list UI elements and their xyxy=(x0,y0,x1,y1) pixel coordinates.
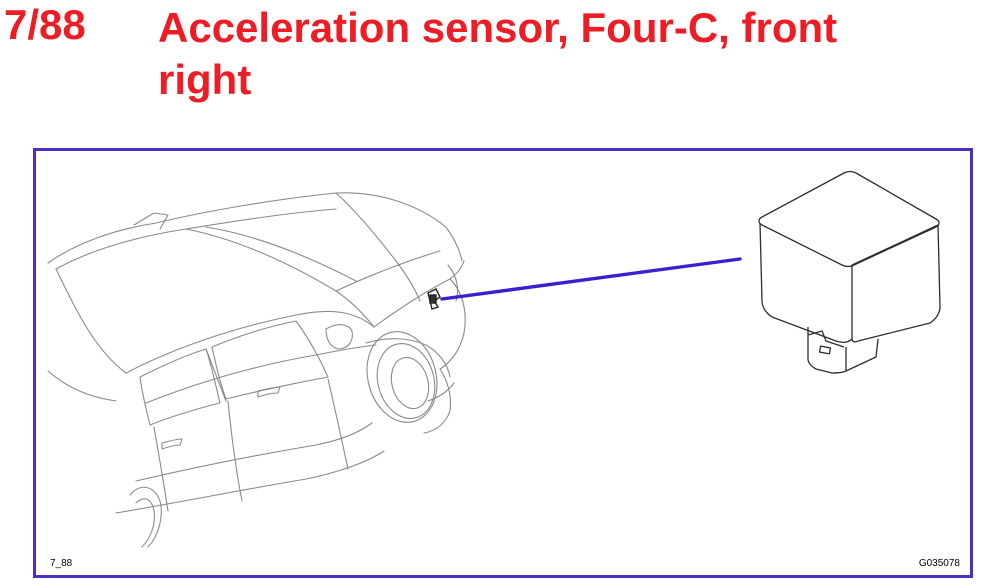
front-bumper-outline xyxy=(423,368,452,434)
b-pillar xyxy=(205,348,227,402)
hood-outline xyxy=(373,260,465,328)
sill-line xyxy=(115,450,385,514)
sensor-connector-top xyxy=(807,330,845,348)
leader-line xyxy=(440,257,742,301)
car-roof-rack xyxy=(133,212,169,230)
rear-curve xyxy=(47,370,117,402)
figure-reference-code: 7_88 xyxy=(50,558,73,569)
rear-door-seam xyxy=(153,426,169,512)
car-side-belt xyxy=(145,344,377,404)
sensor-connector-latch xyxy=(818,345,832,355)
front-window-outline xyxy=(211,320,329,400)
section-title: Acceleration sensor, Four-C, front right xyxy=(158,4,838,103)
front-wheel-rim xyxy=(390,356,430,410)
sensor-top-face xyxy=(758,170,940,268)
rear-window-outline xyxy=(139,348,221,426)
figure-image-id: G035078 xyxy=(918,558,960,569)
side-mirror-outline xyxy=(325,324,353,350)
front-wheel-tire xyxy=(376,343,436,419)
windshield-outline xyxy=(185,228,375,328)
car-roof-outline xyxy=(47,192,463,264)
front-wheel-outer xyxy=(366,331,438,423)
sensor-side-face xyxy=(851,224,941,343)
rear-wheel-arch xyxy=(129,486,162,548)
hood-line xyxy=(335,250,441,292)
car-roof-inner-outline xyxy=(55,208,337,270)
front-bumper-lower xyxy=(427,382,455,402)
rear-wheel-tire xyxy=(135,498,155,548)
sensor-component xyxy=(758,170,941,374)
rear-door-handle xyxy=(161,438,183,450)
windshield-top xyxy=(335,192,421,302)
sensor-front-face xyxy=(759,222,853,343)
windshield-inner xyxy=(205,226,357,282)
front-door-edge xyxy=(327,378,349,470)
car-side-top xyxy=(125,310,375,374)
diagram-illustration xyxy=(47,170,941,548)
page-heading: 7/88 Acceleration sensor, Four-C, front … xyxy=(0,0,984,140)
front-door-handle xyxy=(257,386,281,398)
section-number: 7/88 xyxy=(4,1,86,48)
sensor-location-mark xyxy=(427,288,441,310)
lower-body-line xyxy=(135,422,373,482)
rear-pillar xyxy=(55,268,127,374)
figure-frame: 7_88 G035078 xyxy=(33,148,973,578)
sensor-connector-outline xyxy=(807,327,879,374)
hood-front xyxy=(439,278,466,370)
front-fender-outline xyxy=(365,338,451,378)
front-door-seam xyxy=(227,400,243,502)
